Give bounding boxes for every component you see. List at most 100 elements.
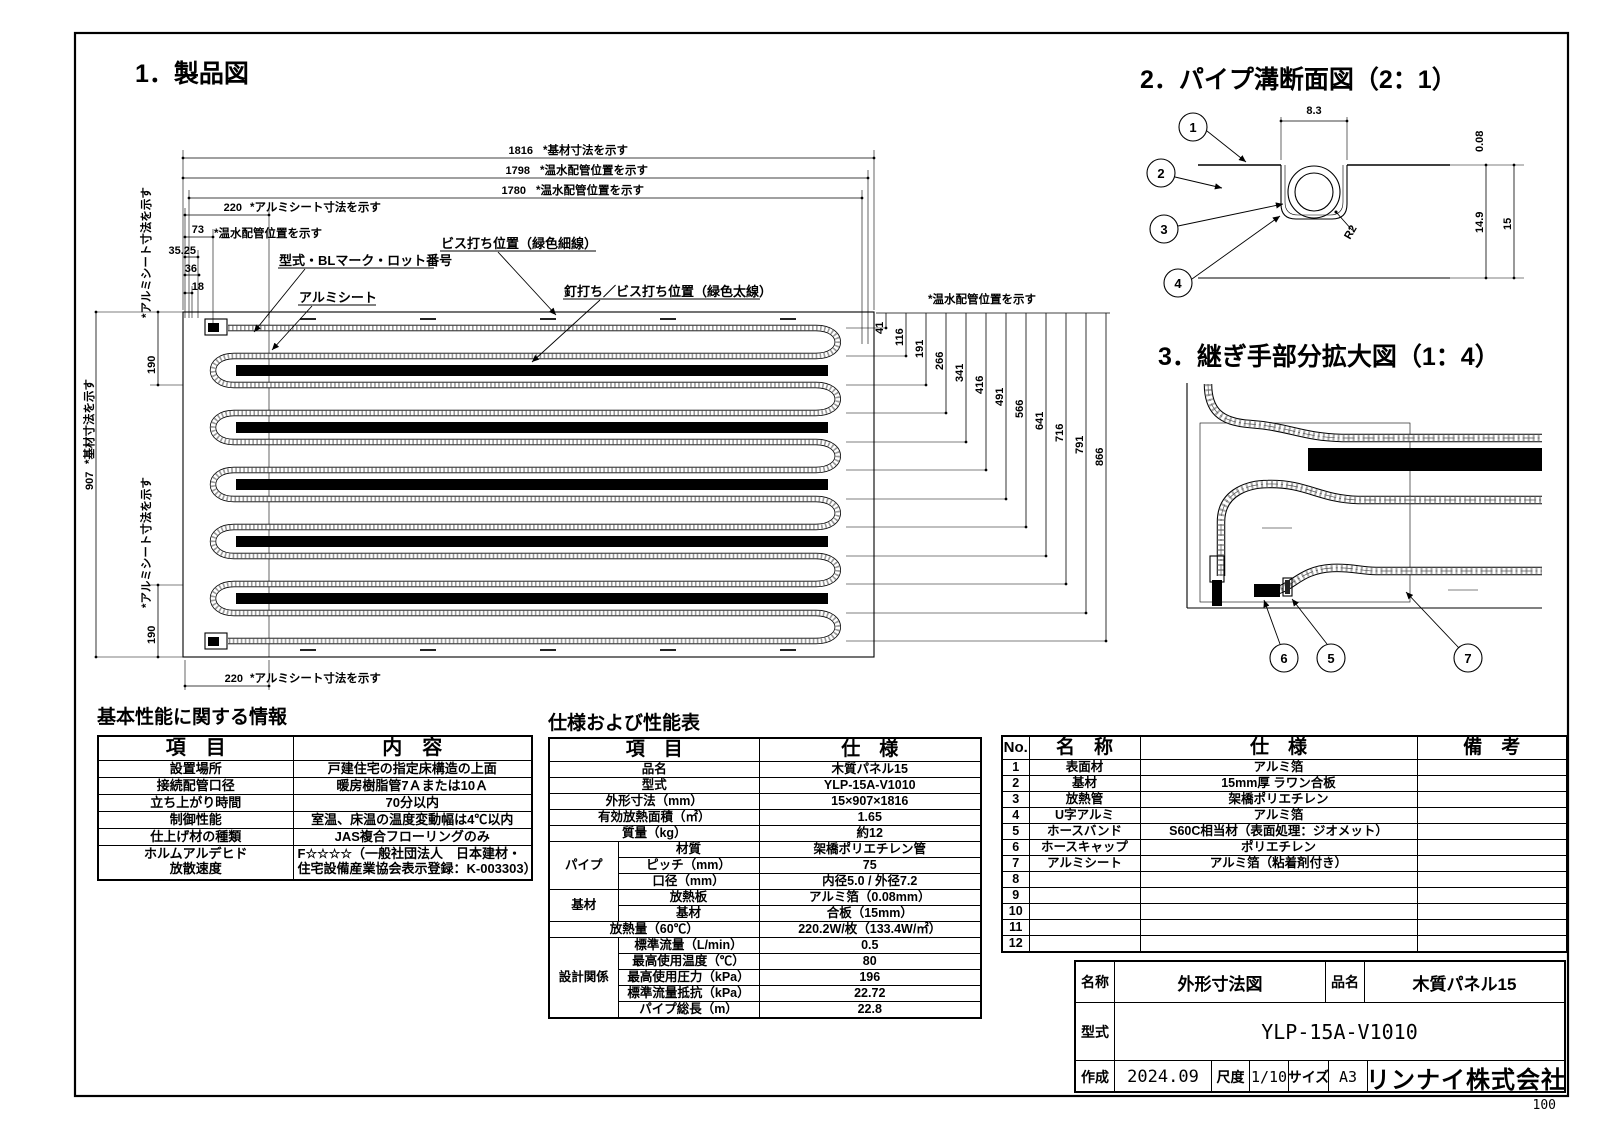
spec-row-value: アルミ箔（0.08mm）: [758, 889, 982, 906]
dimensions-top: 1816 *基材寸法を示す 1798 *温水配管位置を示す 1780 *温水配管…: [181, 143, 876, 344]
title-block-date-label: 作成: [1081, 1069, 1109, 1085]
spec-row-value: 196: [758, 969, 982, 986]
parts-spec: [1139, 871, 1418, 888]
parts-header-note: 備 考: [1416, 735, 1568, 760]
spec-row-key: 標準流量（L/min）: [617, 937, 760, 954]
basic-header-item: 項 目: [97, 735, 294, 761]
spec-row-value: 1.65: [758, 809, 982, 826]
parts-no: 8: [1001, 871, 1030, 888]
parts-header-name: 名 称: [1028, 735, 1141, 760]
parts-no: 12: [1001, 935, 1030, 953]
title-block-scale-label: 尺度: [1211, 1061, 1249, 1093]
basic-row-key: 仕上げ材の種類: [97, 828, 294, 846]
svg-text:*温水配管位置を示す: *温水配管位置を示す: [540, 163, 648, 177]
parts-note: [1416, 919, 1568, 936]
spec-row-key: 質量（kg）: [548, 825, 760, 842]
spec-row-key: 基材: [617, 905, 760, 922]
parts-no: 1: [1001, 759, 1030, 776]
callout-nail-label: 釘打ち／ビス打ち位置（緑色太線）: [564, 284, 772, 299]
parts-no: 5: [1001, 823, 1030, 840]
screw-position-ticks: [300, 318, 796, 651]
svg-text:716: 716: [1054, 424, 1066, 442]
parts-note: [1416, 775, 1568, 792]
basic-row-value: 70分以内: [292, 794, 533, 812]
parts-note: [1416, 807, 1568, 824]
spec-row-value: 15×907×1816: [758, 793, 982, 810]
groove-depth-dim: 14.9: [1474, 212, 1486, 233]
foil-thickness-dim: 0.08: [1474, 131, 1486, 152]
basic-row-key: 立ち上がり時間: [97, 794, 294, 812]
svg-text:*アルミシート寸法を示す: *アルミシート寸法を示す: [139, 187, 153, 318]
parts-spec: [1139, 903, 1418, 920]
spec-row-key: 口径（mm）: [617, 873, 760, 890]
spec-header-item: 項 目: [548, 737, 760, 762]
basic-row-key: 接続配管口径: [97, 777, 294, 795]
spec-group-pipe: パイプ: [548, 841, 619, 890]
svg-text:1780: 1780: [502, 185, 526, 197]
parts-name: ホースバンド: [1028, 823, 1141, 840]
basic-performance-table: 項 目 内 容 設置場所戸建住宅の指定床構造の上面 接続配管口径暖房樹脂管7Ａま…: [97, 735, 533, 881]
basic-row-value: 暖房樹脂管7Ａまたは10Ａ: [292, 777, 533, 795]
product-name: 木質パネル15: [1364, 962, 1564, 1002]
basic-row-value: 室温、床温の温度変動幅は4℃以内: [292, 811, 533, 829]
balloon-3: 3: [1160, 222, 1167, 237]
parts-spec: ポリエチレン: [1139, 839, 1418, 856]
spec-row-value: 内径5.0 / 外径7.2: [758, 873, 982, 890]
svg-text:907: 907: [84, 472, 96, 490]
parts-spec: アルミ箔（粘着剤付き）: [1139, 855, 1418, 872]
section3-title: 3．継ぎ手部分拡大図（1：4）: [1158, 342, 1500, 371]
spec-row-value: 架橋ポリエチレン管: [758, 841, 982, 858]
spec-row-value: 約12: [758, 825, 982, 842]
parts-name: [1028, 935, 1141, 953]
dimensions-right: *温水配管位置を示す 41 116 191 266 341 416 491 56…: [846, 292, 1110, 643]
parts-name: 表面材: [1028, 759, 1141, 776]
dimensions-corner: 220 *アルミシート寸法を示す 73 *温水配管位置を示す 35.25 36 …: [168, 200, 381, 330]
parts-spec: 15mm厚 ラワン合板: [1139, 775, 1418, 792]
callout-sheet-label: アルミシート: [299, 290, 377, 305]
spec-row-value: 220.2W/枚（133.4W/㎡）: [758, 921, 982, 938]
svg-text:1798: 1798: [506, 165, 530, 177]
spec-row-key: ピッチ（mm）: [617, 857, 760, 874]
spec-row-key: 最高使用圧力（kPa）: [617, 969, 760, 986]
drawing-name: 外形寸法図: [1114, 962, 1325, 1002]
parts-note: [1416, 887, 1568, 904]
parts-no: 7: [1001, 855, 1030, 872]
parts-no: 10: [1001, 903, 1030, 920]
parts-no: 11: [1001, 919, 1030, 936]
basic-header-content: 内 容: [292, 735, 533, 761]
parts-note: [1416, 823, 1568, 840]
spec-group-base: 基材: [548, 889, 619, 922]
svg-text:*基材寸法を示す: *基材寸法を示す: [543, 143, 628, 157]
spec-row-value: 22.8: [758, 1001, 982, 1019]
svg-text:791: 791: [1074, 436, 1086, 454]
parts-spec: [1139, 887, 1418, 904]
svg-text:191: 191: [914, 340, 926, 358]
parts-name: [1028, 903, 1141, 920]
svg-text:*アルミシート寸法を示す: *アルミシート寸法を示す: [139, 477, 153, 608]
parts-name: [1028, 887, 1141, 904]
svg-text:*温水配管位置を示す: *温水配管位置を示す: [536, 183, 644, 197]
title-block-item-label: 品名: [1325, 962, 1364, 1002]
parts-no: 4: [1001, 807, 1030, 824]
paper-size: A3: [1328, 1061, 1367, 1093]
parts-no: 3: [1001, 791, 1030, 808]
nail-position-bars: [236, 365, 828, 604]
spec-row-key: 型式: [548, 777, 760, 794]
pipe-fittings: [204, 318, 228, 650]
svg-text:190: 190: [146, 356, 158, 374]
model-number: YLP-15A-V1010: [1114, 1003, 1564, 1060]
basic-row-value: JAS複合フローリングのみ: [292, 828, 533, 846]
parts-spec: [1139, 935, 1418, 953]
svg-text:416: 416: [974, 376, 986, 394]
svg-text:220: 220: [224, 202, 242, 214]
svg-text:18: 18: [192, 281, 204, 293]
balloon-6: 6: [1280, 651, 1287, 666]
svg-text:73: 73: [192, 224, 204, 236]
parts-name: アルミシート: [1028, 855, 1141, 872]
parts-note: [1416, 935, 1568, 953]
dimensions-left: 907 *基材寸法を示す 190 *アルミシート寸法を示す 190 *アルミシー…: [82, 187, 381, 690]
parts-spec: アルミ箔: [1139, 807, 1418, 824]
spec-row-key: 最高使用温度（℃）: [617, 953, 760, 970]
